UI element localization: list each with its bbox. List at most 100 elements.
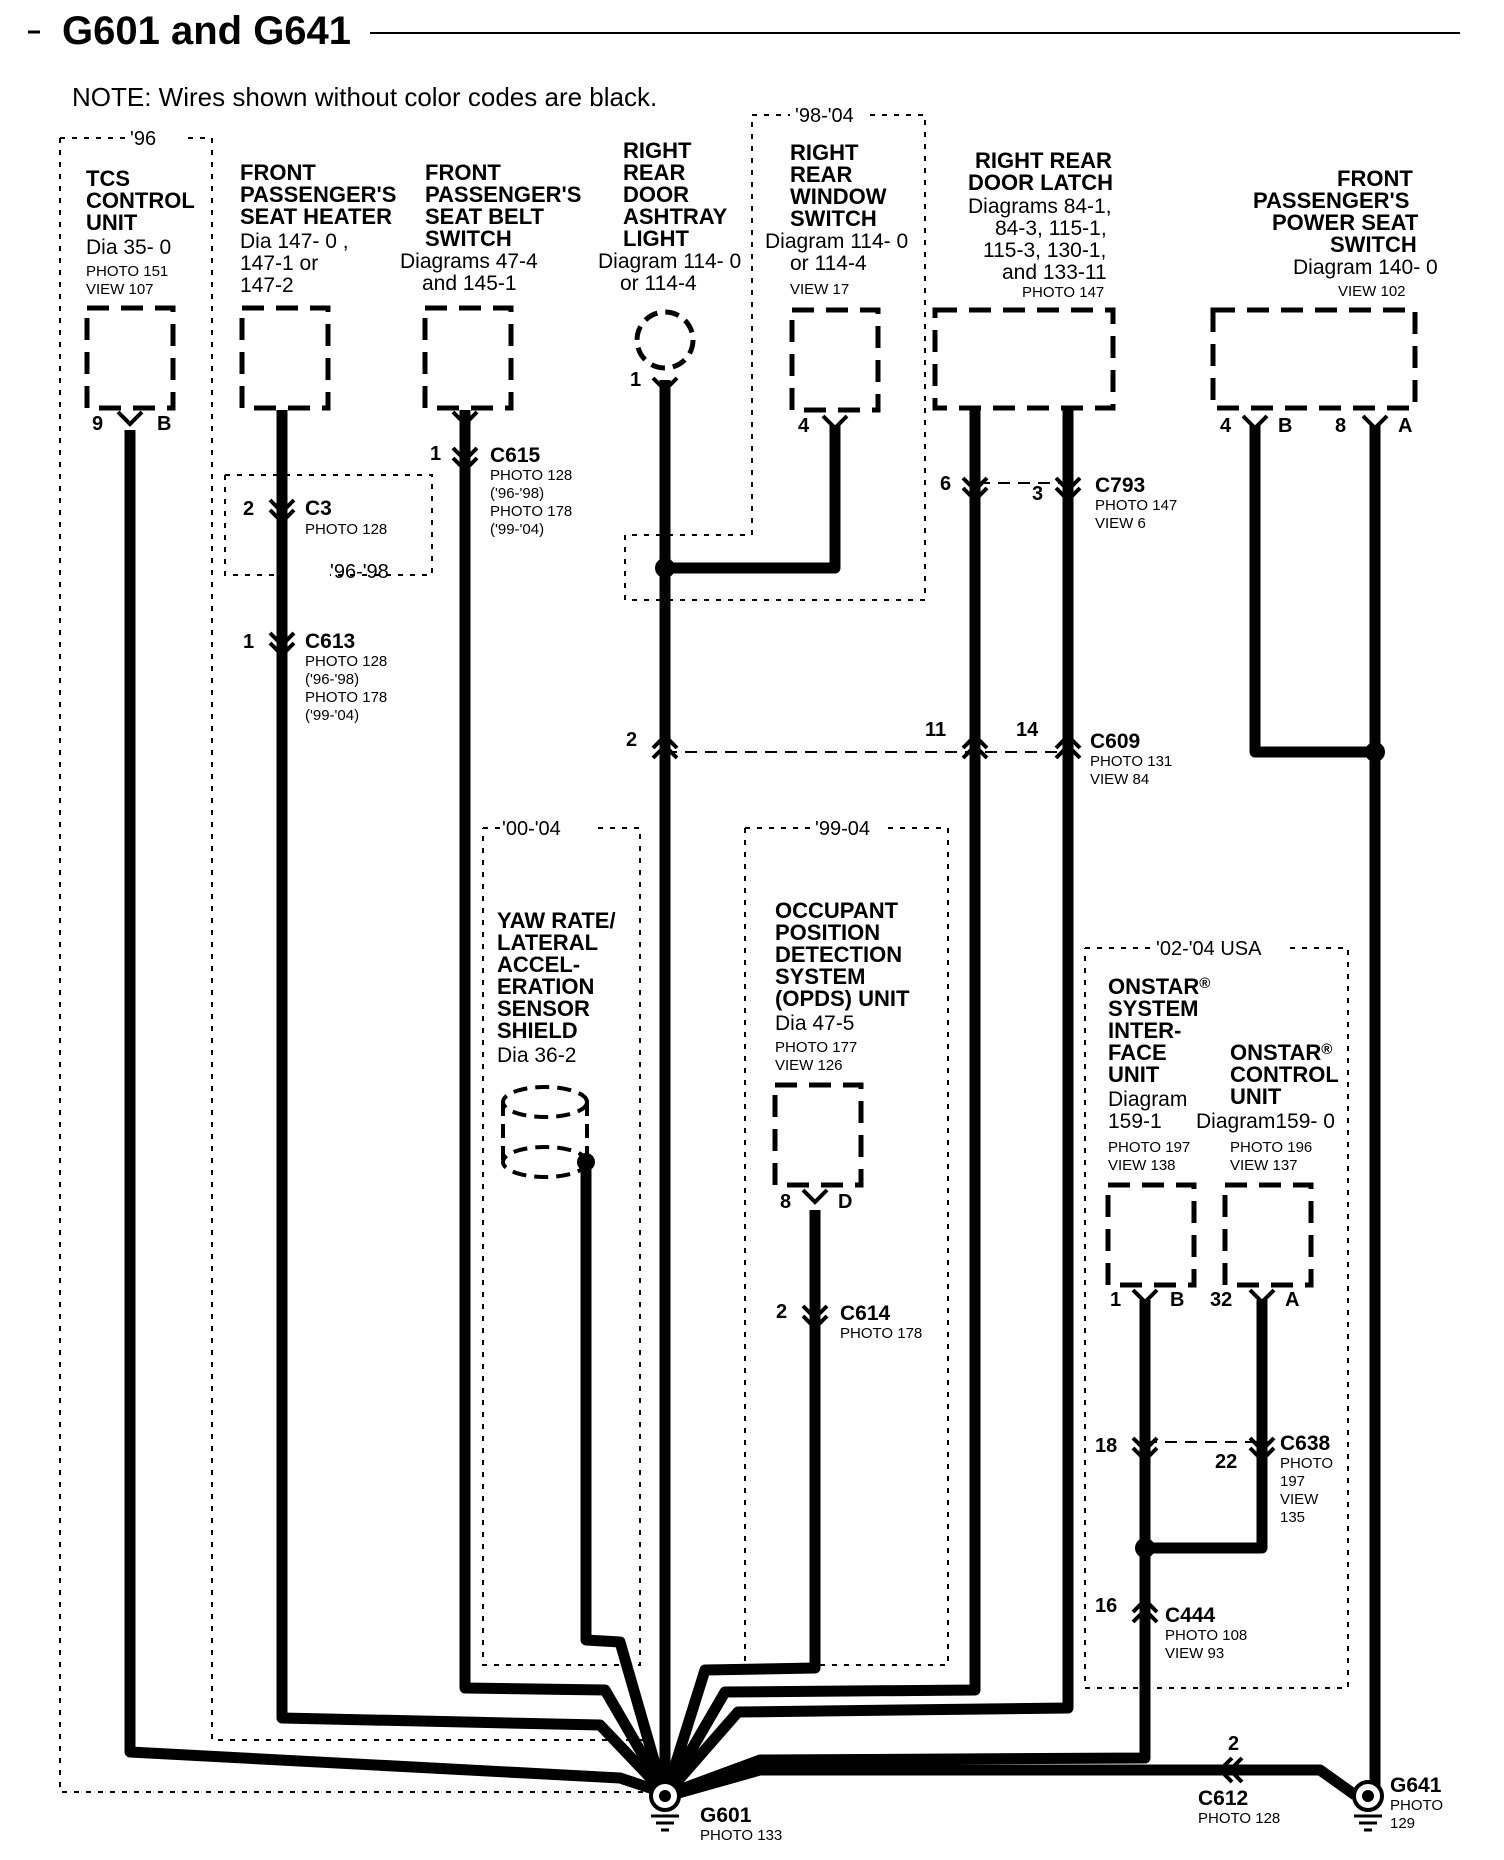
c793-b-connector-symbol — [1054, 476, 1082, 503]
yaw-label-6: SHIELD — [497, 1018, 578, 1043]
seat-heater-diagram-1: Dia 147- 0 , — [240, 230, 349, 253]
tcs-label-2: CONTROL — [86, 188, 195, 213]
year-00-04-label: '00-'04 — [502, 818, 561, 840]
c793-view: VIEW 6 — [1095, 515, 1146, 532]
splice-onstar — [1135, 1538, 1155, 1558]
pin-opds-terminal — [801, 1188, 829, 1205]
c3-connector-symbol — [268, 498, 296, 525]
c609-name: C609 — [1090, 730, 1140, 753]
opds-photo: PHOTO 177 — [775, 1039, 857, 1056]
ashtray-label-3: DOOR — [623, 182, 689, 207]
wire-seat-belt — [459, 410, 667, 1791]
pin-c793-b: 3 — [1032, 483, 1043, 505]
c444-view: VIEW 93 — [1165, 1645, 1224, 1662]
c613-name: C613 — [305, 630, 355, 653]
window-label-4: SWITCH — [790, 206, 877, 231]
pin-tcs-letter: B — [157, 413, 171, 435]
c609-a-connector-symbol — [651, 733, 679, 760]
diagram-title: G601 and G641 — [62, 9, 351, 53]
tcs-control-unit-box — [84, 305, 176, 411]
window-view: VIEW 17 — [790, 281, 849, 298]
pin-c614: 2 — [776, 1301, 787, 1323]
c615-name: C615 — [490, 444, 541, 467]
opds-unit-box — [772, 1082, 864, 1188]
pin-opds-number: 8 — [780, 1191, 791, 1213]
c609-c-connector-symbol — [1054, 733, 1082, 760]
window-switch-box — [789, 307, 881, 413]
ashtray-diagram-1: Diagram 114- 0 — [598, 250, 741, 273]
pin-window-terminal — [821, 414, 849, 431]
onstar-if-label-1-line: ONSTAR® — [1108, 974, 1210, 999]
c444-name: C444 — [1165, 1604, 1216, 1627]
ashtray-light-symbol — [634, 309, 696, 371]
onstar-if-label-4: FACE — [1108, 1040, 1167, 1065]
wire-onstar — [666, 1300, 1151, 1800]
window-label-2: REAR — [790, 162, 852, 187]
latch-diagram-4: and 133-11 — [1002, 261, 1107, 284]
onstar-interface-box — [1105, 1182, 1197, 1288]
latch-label-2: DOOR LATCH — [968, 170, 1113, 195]
pin-onstar-ctl-letter: A — [1285, 1289, 1299, 1311]
onstar-ctl-label-2: CONTROL — [1230, 1062, 1339, 1087]
pin-onstar-ctl-terminal — [1248, 1288, 1276, 1305]
onstar-if-diagram-2: 159-1 — [1108, 1110, 1162, 1133]
onstar-if-label-1: ONSTAR — [1108, 974, 1199, 999]
pin-power-seat-a-letter: B — [1278, 415, 1292, 437]
seat-heater-diagram-3: 147-2 — [240, 274, 294, 297]
pin-opds-letter: D — [838, 1191, 852, 1213]
tcs-view: VIEW 107 — [86, 281, 154, 298]
ashtray-label-5: LIGHT — [623, 226, 690, 251]
c444-photo: PHOTO 108 — [1165, 1627, 1247, 1644]
opds-label-1: OCCUPANT — [775, 898, 899, 923]
pin-ashtray-terminal — [651, 376, 679, 393]
latch-photo: PHOTO 147 — [1022, 284, 1104, 301]
c638-name: C638 — [1280, 1432, 1331, 1455]
seat-belt-label-3: SEAT BELT — [425, 204, 545, 229]
onstar-if-label-5: UNIT — [1108, 1062, 1160, 1087]
yaw-shield-symbol — [501, 1085, 589, 1179]
onstar-if-view: VIEW 138 — [1108, 1157, 1176, 1174]
g601-photo: PHOTO 133 — [700, 1827, 782, 1844]
c615-photo-4: ('99-'04) — [490, 521, 544, 538]
pin-c609-c: 14 — [1016, 719, 1039, 741]
window-diagram-2: or 114-4 — [790, 252, 867, 275]
seat-belt-label-1: FRONT — [425, 160, 501, 185]
c614-name: C614 — [840, 1302, 891, 1325]
year-99-04-label: '99-04 — [815, 818, 870, 840]
tcs-96-enclosure — [59, 137, 650, 1793]
pin-seat-belt-terminal — [451, 410, 479, 427]
c793-photo: PHOTO 147 — [1095, 497, 1177, 514]
pin-tcs-terminal — [116, 410, 144, 427]
pin-c638-b: 22 — [1215, 1451, 1237, 1473]
yaw-label-4: ERATION — [497, 974, 594, 999]
latch-diagram-1: Diagrams 84-1, — [968, 195, 1112, 218]
c613-photo-1: PHOTO 128 — [305, 653, 387, 670]
latch-diagram-3: 115-3, 130-1, — [983, 239, 1106, 262]
pin-power-seat-b-terminal — [1241, 414, 1269, 431]
onstar-control-box — [1222, 1182, 1314, 1288]
power-seat-label-2: PASSENGER'S — [1253, 188, 1409, 213]
c3-96-98-enclosure — [224, 474, 433, 576]
yaw-00-04-enclosure — [482, 827, 641, 1666]
yaw-label-3: ACCEL- — [497, 952, 580, 977]
note-text: NOTE: Wires shown without color codes ar… — [72, 82, 657, 112]
yaw-label-1: YAW RATE/ — [497, 908, 616, 933]
opds-diagram: Dia 47-5 — [775, 1012, 854, 1035]
c614-photo: PHOTO 178 — [840, 1325, 922, 1342]
onstar-if-label-3: INTER- — [1108, 1018, 1181, 1043]
opds-label-2: POSITION — [775, 920, 880, 945]
ashtray-label-2: REAR — [623, 160, 685, 185]
onstar-if-diagram-1: Diagram — [1108, 1088, 1187, 1111]
seat-heater-label-1: FRONT — [240, 160, 316, 185]
tcs-diagram: Dia 35- 0 — [86, 236, 171, 259]
wire-tcs — [124, 430, 664, 1798]
seat-heater-label-2: PASSENGER'S — [240, 182, 396, 207]
splice-ashtray-window — [655, 558, 675, 578]
wire-onstar-control — [1145, 1300, 1268, 1554]
c638-photo-2: 197 — [1280, 1473, 1305, 1490]
c793-name: C793 — [1095, 474, 1145, 497]
onstar-02-04-enclosure — [1084, 947, 1349, 1689]
onstar-ctl-label-1: ONSTAR — [1230, 1040, 1321, 1065]
opds-99-04-enclosure — [744, 827, 949, 1666]
power-seat-switch-box — [1210, 307, 1418, 411]
